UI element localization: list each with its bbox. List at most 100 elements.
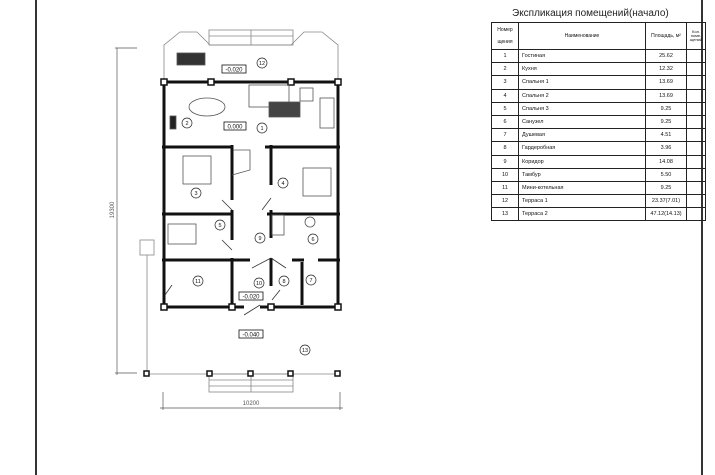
room-tag-circle bbox=[307, 233, 319, 245]
room-tag: 11 bbox=[195, 279, 201, 285]
room-area: 14.08 bbox=[645, 154, 687, 169]
room-number: 10 bbox=[491, 167, 519, 182]
header-area: Площадь, м² bbox=[645, 22, 687, 50]
room-qty bbox=[685, 75, 707, 90]
room-tag-circle bbox=[192, 275, 204, 287]
explication-title: Экспликация помещений(начало) bbox=[512, 8, 669, 19]
room-tag: 1 bbox=[260, 126, 263, 132]
room-area: 12.32 bbox=[645, 62, 687, 77]
room-tag: 2 bbox=[185, 121, 188, 127]
room-name: Душевая bbox=[518, 128, 646, 143]
room-area: 9.25 bbox=[645, 101, 687, 116]
furniture bbox=[167, 52, 335, 245]
doors bbox=[164, 197, 287, 316]
room-name: Гостиная bbox=[518, 48, 646, 64]
room-qty bbox=[685, 194, 707, 209]
log-corners bbox=[143, 78, 342, 377]
room-area: 5.50 bbox=[645, 167, 687, 182]
room-name: Мини-котельная bbox=[518, 180, 646, 196]
room-area: 3.96 bbox=[645, 141, 687, 156]
room-number: 7 bbox=[491, 128, 519, 143]
room-number: 12 bbox=[491, 194, 519, 209]
room-tag: 7 bbox=[309, 278, 312, 284]
room-number: 2 bbox=[491, 62, 519, 77]
room-number: 13 bbox=[491, 207, 519, 222]
room-name: Спальня 1 bbox=[518, 75, 646, 90]
room-qty bbox=[685, 62, 707, 77]
height-dimension: 19300 bbox=[110, 201, 116, 218]
room-number: 6 bbox=[491, 114, 519, 130]
room-tag-circle bbox=[305, 274, 317, 286]
level-entry: -0.020 bbox=[242, 295, 260, 301]
room-tag: 6 bbox=[311, 237, 314, 243]
room-number: 8 bbox=[491, 141, 519, 156]
drawing-frame-left bbox=[35, 0, 37, 475]
room-tag-circle bbox=[299, 344, 311, 356]
width-dimension: 10200 bbox=[243, 401, 260, 407]
room-qty bbox=[685, 167, 707, 182]
room-number: 1 bbox=[491, 48, 519, 64]
room-tag-circle bbox=[256, 122, 268, 134]
room-qty bbox=[685, 101, 707, 116]
room-tag: 8 bbox=[282, 279, 285, 285]
room-name: Спальня 3 bbox=[518, 101, 646, 116]
room-tag-circle bbox=[256, 57, 268, 69]
level-terrace2: -0.040 bbox=[242, 333, 260, 339]
room-name: Санузел bbox=[518, 114, 646, 130]
room-tag-circle bbox=[277, 177, 289, 189]
level-main: 0.000 bbox=[227, 125, 243, 131]
room-tag: 13 bbox=[302, 348, 308, 354]
room-area: 25.62 bbox=[645, 48, 687, 64]
room-number: 5 bbox=[491, 101, 519, 116]
room-area: 13.69 bbox=[645, 75, 687, 90]
room-tag-circle bbox=[181, 117, 193, 129]
room-tag-circle bbox=[254, 232, 266, 244]
room-name: Тамбур bbox=[518, 167, 646, 182]
room-area: 9.25 bbox=[645, 114, 687, 130]
room-qty bbox=[685, 114, 707, 130]
room-tag: 5 bbox=[218, 223, 221, 229]
room-name: Спальня 2 bbox=[518, 88, 646, 103]
room-name: Гардеробная bbox=[518, 141, 646, 156]
room-tag: 9 bbox=[258, 236, 261, 242]
drawing-frame-right bbox=[701, 0, 703, 475]
room-tag-circle bbox=[253, 277, 265, 289]
room-number: 9 bbox=[491, 154, 519, 169]
room-area: 4.51 bbox=[645, 128, 687, 143]
room-name: Терраса 2 bbox=[518, 207, 646, 222]
room-tag-circle bbox=[214, 219, 226, 231]
room-name: Коридор bbox=[518, 154, 646, 169]
room-number: 3 bbox=[491, 75, 519, 90]
room-tag: 10 bbox=[256, 281, 262, 287]
room-tag-circle bbox=[278, 275, 290, 287]
dimension-lines bbox=[115, 47, 343, 410]
room-name: Кухня bbox=[518, 62, 646, 77]
room-number: 11 bbox=[491, 180, 519, 196]
room-name: Терраса 1 bbox=[518, 194, 646, 209]
room-area: 23.37(7.01) bbox=[645, 194, 687, 209]
room-qty bbox=[685, 88, 707, 103]
room-area: 13.69 bbox=[645, 88, 687, 103]
room-qty bbox=[685, 141, 707, 156]
room-number: 4 bbox=[491, 88, 519, 103]
room-tag-circle bbox=[190, 187, 202, 199]
room-qty bbox=[685, 207, 707, 222]
